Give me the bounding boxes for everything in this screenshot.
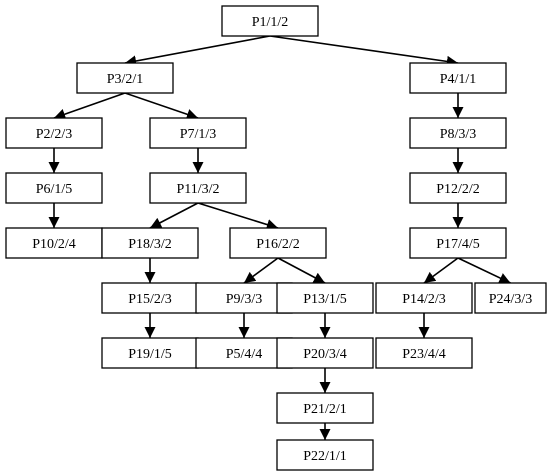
node-box — [101, 282, 199, 314]
node-p12: P12/2/2 — [409, 172, 507, 204]
node-label: P9/3/3 — [226, 292, 263, 307]
node-p8: P8/3/3 — [409, 117, 507, 149]
node-box — [229, 227, 327, 259]
node-p18: P18/3/2 — [101, 227, 199, 259]
node-label: P7/1/3 — [180, 127, 217, 142]
node-p10: P10/2/4 — [5, 227, 103, 259]
node-box — [195, 337, 293, 369]
node-box — [101, 337, 199, 369]
node-label: P22/1/1 — [303, 449, 347, 464]
node-box — [221, 5, 319, 37]
nodes-layer: P1/1/2P3/2/1 P4/1/1P2/2/3 P7/1/3 P8/3/3P6/1… — [5, 5, 547, 471]
edge-arrow-n16-n13 — [277, 257, 326, 284]
node-p2: P2/2/3 — [5, 117, 103, 149]
node-box — [375, 337, 473, 369]
node-p20: P20/3/4 — [276, 337, 374, 369]
node-box — [76, 62, 174, 94]
node-box — [375, 282, 473, 314]
node-label: P21/2/1 — [303, 402, 347, 417]
node-p23: P23/4/4 — [375, 337, 473, 369]
edge-arrow-n1-n3 — [124, 35, 271, 67]
node-p9: P9/3/3 — [195, 282, 293, 314]
node-label: P16/2/2 — [256, 237, 300, 252]
edge-arrow-n1-n4 — [269, 35, 459, 67]
node-box — [149, 172, 247, 204]
edge-arrow-n3-n7 — [124, 92, 199, 120]
node-p21: P21/2/1 — [276, 392, 374, 424]
node-label: P6/1/5 — [36, 182, 73, 197]
node-p22: P22/1/1 — [276, 439, 374, 471]
edge-arrow-n3-n2 — [53, 92, 126, 120]
node-p5: P5/4/4 — [195, 337, 293, 369]
node-p4: P4/1/1 — [409, 62, 507, 94]
node-label: P17/4/5 — [436, 237, 480, 252]
node-p17: P17/4/5 — [409, 227, 507, 259]
node-p7: P7/1/3 — [149, 117, 247, 149]
edge-arrow-n17-n24 — [457, 257, 511, 284]
node-label: P15/2/3 — [128, 292, 172, 307]
edges-layer — [48, 35, 511, 440]
node-p11: P11/3/2 — [149, 172, 247, 204]
node-box — [409, 62, 507, 94]
node-box — [101, 227, 199, 259]
node-label: P24/3/3 — [489, 292, 533, 307]
node-box — [409, 172, 507, 204]
node-p13: P13/1/5 — [276, 282, 374, 314]
node-label: P10/2/4 — [32, 237, 76, 252]
node-box — [195, 282, 293, 314]
node-box — [276, 282, 374, 314]
node-box — [276, 439, 374, 471]
node-box — [5, 117, 103, 149]
node-p14: P14/2/3 — [375, 282, 473, 314]
node-box — [149, 117, 247, 149]
edge-arrow-n11-n16 — [197, 202, 279, 231]
node-p24: P24/3/3 — [474, 282, 547, 314]
node-label: P11/3/2 — [176, 182, 219, 197]
edge-arrow-n17-n14 — [423, 257, 459, 284]
node-box — [409, 227, 507, 259]
node-label: P14/2/3 — [402, 292, 446, 307]
node-label: P13/1/5 — [303, 292, 347, 307]
node-label: P2/2/3 — [36, 127, 73, 142]
node-box — [5, 227, 103, 259]
node-label: P8/3/3 — [440, 127, 477, 142]
node-label: P23/4/4 — [402, 347, 446, 362]
node-p3: P3/2/1 — [76, 62, 174, 94]
node-p15: P15/2/3 — [101, 282, 199, 314]
node-p1: P1/1/2 — [221, 5, 319, 37]
node-box — [5, 172, 103, 204]
node-label: P12/2/2 — [436, 182, 480, 197]
node-box — [474, 282, 547, 314]
node-label: P19/1/5 — [128, 347, 172, 362]
node-box — [276, 337, 374, 369]
node-p6: P6/1/5 — [5, 172, 103, 204]
node-label: P20/3/4 — [303, 347, 347, 362]
node-label: P3/2/1 — [107, 72, 144, 87]
node-label: P5/4/4 — [226, 347, 263, 362]
node-p19: P19/1/5 — [101, 337, 199, 369]
edge-arrow-n11-n18 — [149, 202, 199, 229]
node-label: P4/1/1 — [440, 72, 477, 87]
node-box — [409, 117, 507, 149]
node-label: P1/1/2 — [252, 15, 289, 30]
edge-arrow-n16-n9 — [243, 257, 279, 284]
node-label: P18/3/2 — [128, 237, 172, 252]
node-box — [276, 392, 374, 424]
node-p16: P16/2/2 — [229, 227, 327, 259]
